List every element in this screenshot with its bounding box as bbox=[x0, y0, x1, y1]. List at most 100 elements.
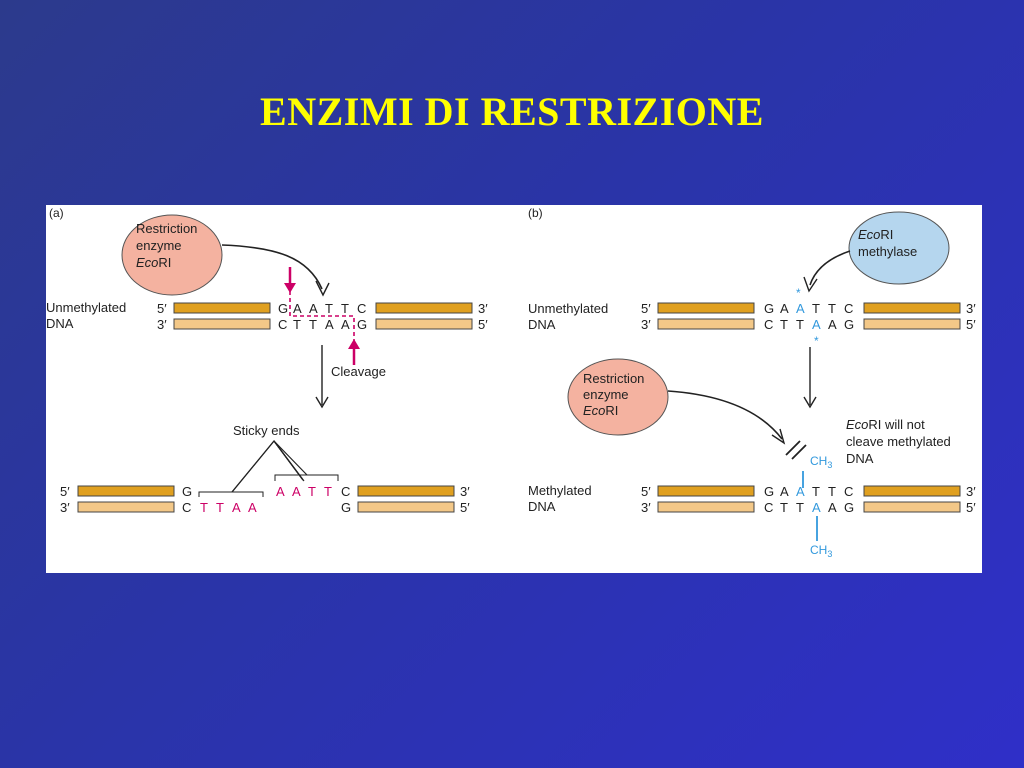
strand-b1-top-right bbox=[863, 302, 961, 314]
svg-text:G: G bbox=[278, 301, 288, 316]
svg-text:T: T bbox=[780, 500, 788, 515]
sequence-b2-bottom: C T T A A G bbox=[764, 500, 854, 515]
diagram-canvas: (a) Restriction enzyme EcoRI Unmethylate… bbox=[46, 206, 976, 559]
svg-text:C: C bbox=[844, 484, 853, 499]
svg-text:G: G bbox=[764, 301, 774, 316]
methylated-dna-label-2: DNA bbox=[528, 499, 556, 514]
svg-text:A: A bbox=[309, 301, 318, 316]
svg-text:A: A bbox=[293, 301, 302, 316]
svg-text:A: A bbox=[780, 484, 789, 499]
five-prime-a-bottom: 5′ bbox=[478, 317, 488, 332]
enzyme-a-pointer-arrow bbox=[221, 244, 323, 290]
svg-text:A: A bbox=[812, 317, 821, 332]
methyl-asterisk-top: * bbox=[796, 286, 801, 300]
svg-text:T: T bbox=[324, 484, 332, 499]
frag-left-top-base: G bbox=[182, 484, 192, 499]
strand-a-bottom-right bbox=[375, 318, 473, 330]
methylated-dna-label-1: Methylated bbox=[528, 483, 592, 498]
unmethylated-dna-label-a-2: DNA bbox=[46, 316, 74, 331]
svg-text:A: A bbox=[276, 484, 285, 499]
svg-text:T: T bbox=[796, 500, 804, 515]
three-prime-b2-bottom: 3′ bbox=[641, 500, 651, 515]
sequence-a-top: G A A T T C bbox=[278, 301, 366, 316]
svg-text:G: G bbox=[764, 484, 774, 499]
five-prime-frag-right: 5′ bbox=[460, 500, 470, 515]
cleavage-label: Cleavage bbox=[331, 364, 386, 379]
blocked-symbol bbox=[785, 440, 807, 460]
five-prime-frag-left: 5′ bbox=[60, 484, 70, 499]
strand-b2-top-left bbox=[657, 485, 755, 497]
enzyme-b-line2: enzyme bbox=[583, 387, 629, 402]
frag-right-bottom-strand bbox=[357, 501, 455, 513]
strand-b1-bottom-left bbox=[657, 318, 755, 330]
svg-text:A: A bbox=[812, 500, 821, 515]
strand-b1-bottom-right bbox=[863, 318, 961, 330]
strand-b2-top-right bbox=[863, 485, 961, 497]
svg-text:A: A bbox=[232, 500, 241, 515]
sticky-ends-label: Sticky ends bbox=[233, 423, 300, 438]
svg-text:T: T bbox=[325, 301, 333, 316]
svg-text:C: C bbox=[278, 317, 287, 332]
three-prime-frag-right: 3′ bbox=[460, 484, 470, 499]
frag-left-bottom-strand bbox=[77, 501, 175, 513]
svg-text:T: T bbox=[780, 317, 788, 332]
three-prime-a-bottom: 3′ bbox=[157, 317, 167, 332]
sequence-b1-top: G A A T T C bbox=[764, 301, 853, 316]
svg-text:A: A bbox=[780, 301, 789, 316]
svg-text:T: T bbox=[812, 301, 820, 316]
enzyme-a-line3: EcoRI bbox=[136, 255, 171, 270]
three-prime-a-top: 3′ bbox=[478, 301, 488, 316]
methyl-group-top: CH3 bbox=[810, 454, 832, 470]
strand-a-bottom-left bbox=[173, 318, 271, 330]
five-prime-b1-top: 5′ bbox=[641, 301, 651, 316]
svg-text:A: A bbox=[248, 500, 257, 515]
svg-text:G: G bbox=[844, 500, 854, 515]
note-line1: EcoRI will not bbox=[846, 417, 925, 432]
svg-text:A: A bbox=[292, 484, 301, 499]
strand-b2-bottom-left bbox=[657, 501, 755, 513]
svg-text:A: A bbox=[325, 317, 334, 332]
svg-text:C: C bbox=[764, 500, 773, 515]
frag-right-top-base: C bbox=[341, 484, 350, 499]
five-prime-b1-bottom: 5′ bbox=[966, 317, 976, 332]
strand-a-top-right bbox=[375, 302, 473, 314]
panel-b-label: (b) bbox=[528, 206, 543, 220]
cut-site-dashed-line bbox=[289, 277, 355, 341]
svg-text:T: T bbox=[796, 317, 804, 332]
svg-text:T: T bbox=[812, 484, 820, 499]
frag-left-overhang: T T A A bbox=[200, 500, 257, 515]
svg-text:C: C bbox=[764, 317, 773, 332]
unmethylated-dna-label-b-1: Unmethylated bbox=[528, 301, 608, 316]
methylase-bubble: EcoRI methylase bbox=[848, 211, 950, 285]
strand-b2-bottom-right bbox=[863, 501, 961, 513]
frag-left-bottom-base: C bbox=[182, 500, 191, 515]
svg-text:T: T bbox=[293, 317, 301, 332]
svg-text:T: T bbox=[308, 484, 316, 499]
restriction-enzyme-bubble-a: Restriction enzyme EcoRI bbox=[121, 214, 223, 296]
svg-text:T: T bbox=[309, 317, 317, 332]
five-prime-a-top: 5′ bbox=[157, 301, 167, 316]
sequence-b1-bottom: C T T A A G bbox=[764, 317, 854, 332]
svg-text:A: A bbox=[341, 317, 350, 332]
svg-text:T: T bbox=[216, 500, 224, 515]
svg-text:T: T bbox=[828, 301, 836, 316]
svg-text:A: A bbox=[828, 500, 837, 515]
strand-b1-top-left bbox=[657, 302, 755, 314]
three-prime-b1-top: 3′ bbox=[966, 301, 976, 316]
frag-right-bottom-base: G bbox=[341, 500, 351, 515]
three-prime-b1-bottom: 3′ bbox=[641, 317, 651, 332]
svg-text:A: A bbox=[796, 484, 805, 499]
methylase-line2: methylase bbox=[858, 244, 917, 259]
restriction-enzyme-figure: (a) Restriction enzyme EcoRI Unmethylate… bbox=[46, 205, 982, 573]
sequence-b2-top: G A A T T C bbox=[764, 484, 853, 499]
methyl-asterisk-bottom: * bbox=[814, 334, 819, 348]
svg-text:C: C bbox=[844, 301, 853, 316]
methyl-group-bottom: CH3 bbox=[810, 543, 832, 559]
unmethylated-dna-label-a-1: Unmethylated bbox=[46, 300, 126, 315]
note-line2: cleave methylated bbox=[846, 434, 951, 449]
svg-text:G: G bbox=[844, 317, 854, 332]
svg-text:T: T bbox=[341, 301, 349, 316]
five-prime-b2-bottom: 5′ bbox=[966, 500, 976, 515]
enzyme-a-line2: enzyme bbox=[136, 238, 182, 253]
panel-a: (a) Restriction enzyme EcoRI Unmethylate… bbox=[46, 206, 488, 515]
